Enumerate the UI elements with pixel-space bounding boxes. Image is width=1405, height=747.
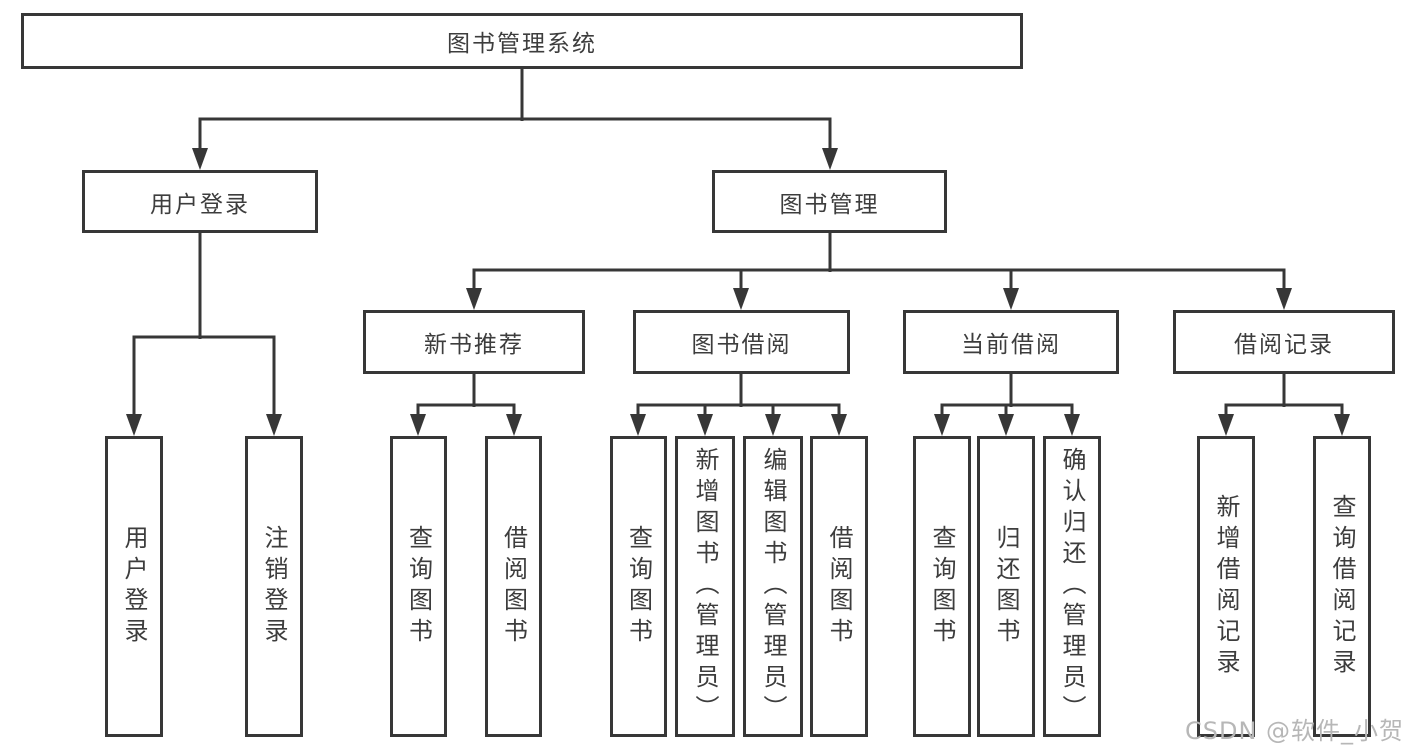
leaf-borrow-books-recommend-label: 借阅图书 xyxy=(499,524,528,649)
leaf-user-login: 用户登录 xyxy=(105,436,163,737)
node-borrowing-records-label: 借阅记录 xyxy=(1234,332,1334,358)
node-book-management: 图书管理 xyxy=(712,170,947,233)
leaf-logout: 注销登录 xyxy=(245,436,303,737)
leaf-query-books-borrowing: 查询图书 xyxy=(610,436,667,737)
leaf-add-borrow-record-label: 新增借阅记录 xyxy=(1212,493,1240,680)
leaf-query-books-current-label: 查询图书 xyxy=(928,524,956,649)
leaf-query-borrow-record: 查询借阅记录 xyxy=(1313,436,1371,737)
node-user-login: 用户登录 xyxy=(82,170,318,233)
node-book-management-label: 图书管理 xyxy=(779,191,880,218)
node-root-label: 图书管理系统 xyxy=(447,31,597,57)
leaf-borrow-books-borrowing-label: 借阅图书 xyxy=(825,524,853,649)
leaf-borrow-books-recommend: 借阅图书 xyxy=(485,436,542,737)
node-root: 图书管理系统 xyxy=(21,13,1023,69)
watermark: CSDN @软件_小贺同学 xyxy=(1185,717,1405,745)
leaf-add-book-admin-label: 新增图书（管理员） xyxy=(691,447,719,726)
leaf-confirm-return-admin: 确认归还（管理员） xyxy=(1043,436,1101,737)
node-borrowing-records: 借阅记录 xyxy=(1173,310,1395,374)
leaf-add-borrow-record: 新增借阅记录 xyxy=(1197,436,1255,737)
node-book-borrowing: 图书借阅 xyxy=(633,310,850,374)
leaf-return-book-label: 归还图书 xyxy=(992,524,1020,649)
leaf-add-book-admin: 新增图书（管理员） xyxy=(675,436,735,737)
leaf-query-books-recommend-label: 查询图书 xyxy=(404,524,433,649)
leaf-edit-book-admin: 编辑图书（管理员） xyxy=(743,436,803,737)
node-user-login-label: 用户登录 xyxy=(150,191,250,218)
node-current-borrowing: 当前借阅 xyxy=(903,310,1119,374)
leaf-confirm-return-admin-label: 确认归还（管理员） xyxy=(1058,447,1086,726)
leaf-borrow-books-borrowing: 借阅图书 xyxy=(810,436,868,737)
node-book-borrowing-label: 图书借阅 xyxy=(691,332,792,358)
leaf-query-books-recommend: 查询图书 xyxy=(390,436,447,737)
leaf-logout-label: 注销登录 xyxy=(260,524,288,649)
node-current-borrowing-label: 当前借阅 xyxy=(961,332,1061,358)
node-new-book-recommend-label: 新书推荐 xyxy=(424,332,524,358)
leaf-user-login-label: 用户登录 xyxy=(120,524,148,649)
leaf-query-books-borrowing-label: 查询图书 xyxy=(624,524,653,649)
leaf-edit-book-admin-label: 编辑图书（管理员） xyxy=(759,447,787,726)
leaf-query-books-current: 查询图书 xyxy=(913,436,971,737)
node-new-book-recommend: 新书推荐 xyxy=(363,310,585,374)
leaf-return-book: 归还图书 xyxy=(977,436,1035,737)
leaf-query-borrow-record-label: 查询借阅记录 xyxy=(1328,493,1356,680)
